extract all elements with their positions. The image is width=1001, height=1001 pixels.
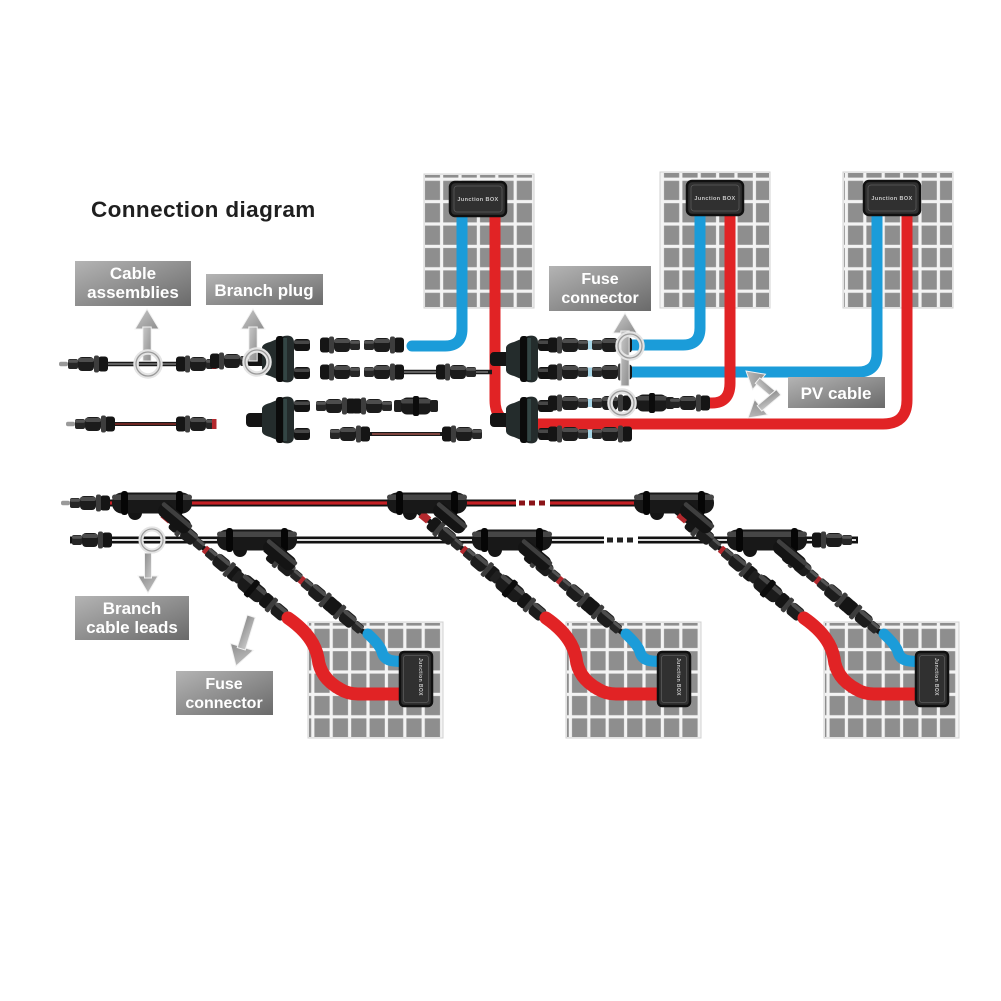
label-branch-cable-leads: Branch cable leads [75,596,189,640]
junction-box-top-1: Junction BOX [448,180,508,218]
label-fuse-connector-top: Fuse connector [549,266,651,311]
label-line: Fuse [205,676,242,693]
label-line: assemblies [87,283,179,302]
label-line: connector [185,695,262,712]
trunk-black-end-connector [72,531,112,549]
junction-box-label: Junction BOX [417,658,423,696]
junction-box-top-3: Junction BOX [862,179,922,217]
label-line: Branch [103,599,162,618]
junction-box-bottom-2: Junction BOX [656,650,692,708]
junction-box-bottom-1: Junction BOX [398,650,434,708]
page-title: Connection diagram [91,197,316,222]
label-cable-assemblies: Cable assemblies [75,261,191,306]
trunk-red-end-connector [61,495,110,512]
junction-box-label: Junction BOX [933,658,939,696]
branch-cable-leads-arrow [137,552,159,594]
label-line: PV cable [801,384,872,403]
label-line: cable leads [86,618,178,637]
label-line: Cable [110,264,156,283]
cable-panel1-negative-blue [406,206,468,352]
mc4-pair-row1-left [320,336,404,354]
mc4-pair-row2-left [320,363,404,381]
label-branch-plug: Branch plug [206,274,323,305]
fuse-and-pair-row3-left [316,396,438,416]
cable-panel2-positive-red [700,209,736,409]
label-line: Branch plug [214,281,313,300]
junction-box-label: Junction BOX [457,197,498,203]
junction-box-label: Junction BOX [675,658,681,696]
junction-box-top-2: Junction BOX [685,179,745,217]
cable-red-bus-panel1-to-panel3 [489,206,913,430]
junction-box-bottom-3: Junction BOX [914,650,950,708]
label-pv-cable: PV cable [788,377,885,408]
branch-plug-lower [246,396,310,444]
trunk-black-right-connector [812,531,852,549]
label-line: connector [561,290,638,307]
label-fuse-connector-bottom: Fuse connector [176,671,273,715]
cable-panel2-negative-blue [626,206,706,351]
junction-box-label: Junction BOX [871,196,912,202]
label-line: Fuse [581,271,618,288]
fuse-connector-bottom-arrow [224,612,264,671]
junction-box-label: Junction BOX [694,196,735,202]
mc4-connector [436,363,476,381]
cable-panel3-negative-blue [626,206,883,378]
